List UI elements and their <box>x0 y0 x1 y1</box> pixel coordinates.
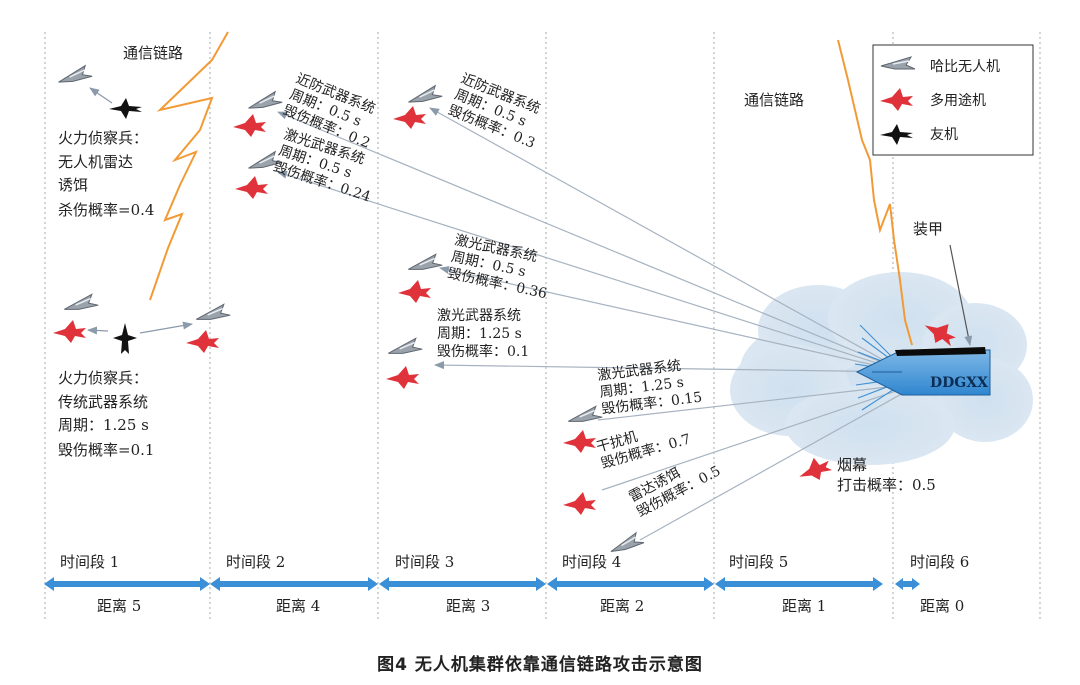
weapon-note-laser-3: 激光武器系统 周期：1.25 s 毁伤概率：0.1 <box>437 307 529 360</box>
multirole-aircraft-icon <box>386 366 419 389</box>
multirole-aircraft-icon <box>563 430 596 453</box>
distance-label-2: 距离 2 <box>600 597 644 615</box>
harpy-drone-icon <box>565 404 603 426</box>
period-boundaries <box>44 32 1041 622</box>
period-arrow-2 <box>210 577 378 591</box>
period-label-2: 时间段 2 <box>226 553 285 571</box>
period-arrow-4 <box>547 577 714 591</box>
harpy-drone-icon <box>385 336 423 358</box>
legend-label-friendly: 友机 <box>930 127 958 143</box>
harpy-drone-icon <box>405 83 443 106</box>
period-label-4: 时间段 4 <box>562 553 621 571</box>
svg-text:诱饵: 诱饵 <box>58 176 88 194</box>
distance-label-3: 距离 3 <box>446 597 490 615</box>
distance-label-1: 距离 1 <box>782 597 826 615</box>
timeline: 时间段 1 时间段 2 时间段 3 时间段 4 时间段 5 时间段 6 距离 5… <box>44 553 969 615</box>
period-arrow-3 <box>379 577 546 591</box>
friendly-aircraft-icon <box>109 98 142 119</box>
comm-link-right <box>837 39 913 346</box>
svg-text:毁伤概率：0.1: 毁伤概率：0.1 <box>437 343 529 360</box>
svg-text:火力侦察兵：: 火力侦察兵： <box>58 129 148 147</box>
harpy-drone-icon <box>61 292 99 314</box>
multirole-aircraft-icon <box>393 106 426 129</box>
engagement-lines <box>277 107 906 541</box>
svg-text:火力侦察兵：: 火力侦察兵： <box>58 369 148 387</box>
distance-label-0: 距离 0 <box>920 597 964 615</box>
harpy-drone-icon <box>405 252 443 274</box>
legend-label-multirole: 多用途机 <box>930 92 986 109</box>
weapon-note-jammer: 干扰机 毁伤概率：0.7 <box>595 429 693 472</box>
armor-pointer <box>949 244 973 346</box>
comm-link-left <box>149 31 229 301</box>
svg-text:杀伤概率=0.4: 杀伤概率=0.4 <box>58 201 154 219</box>
recon-radar-note: 火力侦察兵： 无人机雷达 诱饵 杀伤概率=0.4 <box>58 129 154 219</box>
harpy-drone-icon <box>607 530 645 556</box>
svg-text:周期：1.25 s: 周期：1.25 s <box>437 326 522 342</box>
multirole-aircraft-icon <box>53 320 86 343</box>
svg-text:激光武器系统: 激光武器系统 <box>437 307 521 324</box>
distance-label-4: 距离 4 <box>276 597 320 615</box>
period-label-5: 时间段 5 <box>729 553 788 571</box>
friendly-aircraft-icon <box>113 323 137 354</box>
recon-traditional-note: 火力侦察兵： 传统武器系统 周期：1.25 s 毁伤概率=0.1 <box>58 369 154 459</box>
harpy-drone-icon <box>55 63 93 86</box>
svg-text:毁伤概率=0.1: 毁伤概率=0.1 <box>58 441 154 459</box>
period-arrow-6 <box>895 578 920 590</box>
multirole-aircraft-icon <box>398 280 431 303</box>
svg-text:烟幕: 烟幕 <box>837 456 867 474</box>
comm-link-label-right: 通信链路 <box>744 91 804 109</box>
distance-label-5: 距离 5 <box>97 597 141 615</box>
comm-link-label-left: 通信链路 <box>123 44 183 62</box>
period-label-1: 时间段 1 <box>60 553 119 571</box>
period-label-3: 时间段 3 <box>395 553 454 571</box>
svg-text:无人机雷达: 无人机雷达 <box>58 153 133 171</box>
period-label-6: 时间段 6 <box>910 553 969 571</box>
multirole-aircraft-icon <box>235 176 268 199</box>
smoke-note: 烟幕 打击概率：0.5 <box>837 456 936 494</box>
multirole-aircraft-icon <box>186 330 219 353</box>
friendly-arrows <box>87 87 193 335</box>
weapon-note-laser-4: 激光武器系统 周期：1.25 s 毁伤概率：0.15 <box>596 357 703 418</box>
multirole-aircraft-icon <box>233 114 266 137</box>
svg-text:打击概率：0.5: 打击概率：0.5 <box>837 476 936 494</box>
svg-text:周期：1.25 s: 周期：1.25 s <box>58 416 149 434</box>
weapon-note-ciws-2: 近防武器系统 周期：0.5 s 毁伤概率：0.3 <box>446 71 543 152</box>
figure-caption: 图4 无人机集群依靠通信链路攻击示意图 <box>377 655 703 675</box>
legend: 哈比无人机 多用途机 友机 <box>872 44 1034 156</box>
svg-text:传统武器系统: 传统武器系统 <box>58 393 148 411</box>
ship-ddgxx: DDGXX <box>855 347 991 396</box>
weapon-note-laser-2: 激光武器系统 周期：0.5 s 毁伤概率：0.36 <box>446 231 549 302</box>
ship-label: DDGXX <box>930 375 988 391</box>
armor-label: 装甲 <box>913 220 943 238</box>
period-arrow-1 <box>44 577 210 591</box>
legend-label-harpy: 哈比无人机 <box>930 59 1000 75</box>
multirole-aircraft-icon <box>563 492 596 515</box>
harpy-drone-icon <box>245 89 283 112</box>
period-arrow-5 <box>715 577 883 591</box>
harpy-drone-icon <box>193 302 231 324</box>
